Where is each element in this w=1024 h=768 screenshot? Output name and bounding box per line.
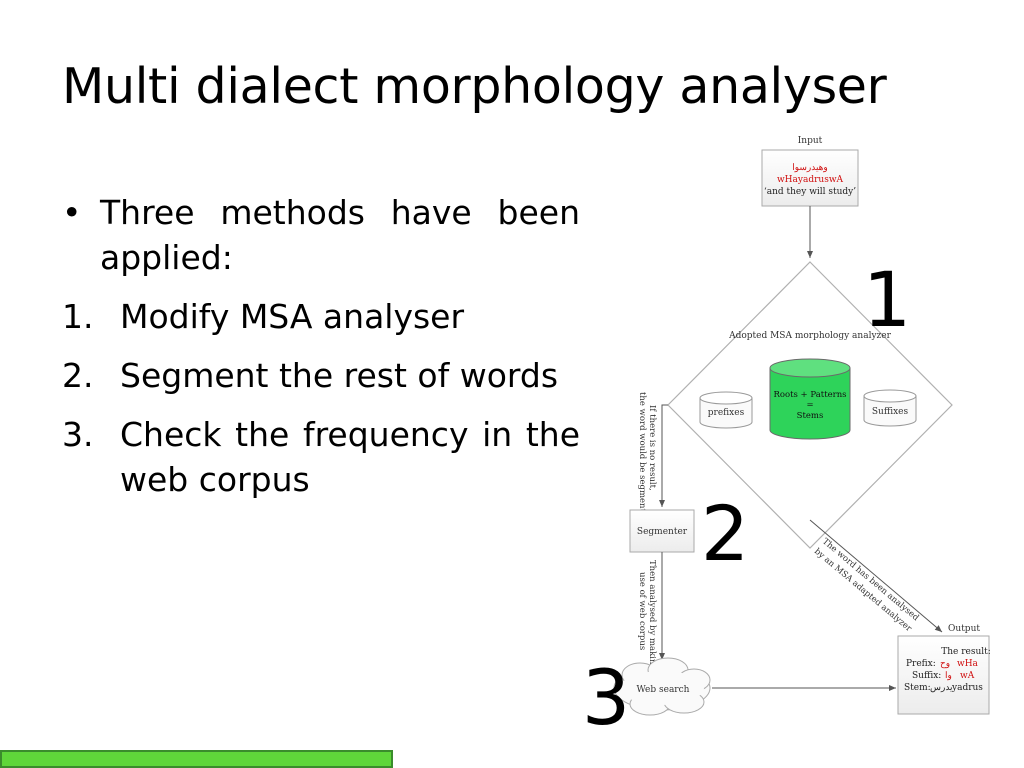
output-label: Output — [948, 624, 980, 634]
segmenter-box — [629, 509, 695, 553]
result-prefix-label: Prefix: — [906, 659, 936, 669]
prefixes-label: prefixes — [708, 408, 745, 418]
list-marker: 1. — [62, 297, 94, 336]
equals-text: = — [806, 400, 813, 410]
roots-patterns-db — [769, 358, 851, 440]
list-item-text: Check the frequency in the web corpus — [120, 415, 580, 499]
input-box — [761, 149, 859, 207]
edge-no-result-line2: the word would be segmented — [637, 392, 647, 523]
input-label: Input — [798, 136, 823, 146]
result-stem-value: yadrus — [951, 683, 983, 693]
web-search-cloud — [613, 657, 711, 716]
roots-patterns-text: Roots + Patterns — [773, 390, 846, 400]
step-number-2: 2 — [701, 489, 749, 578]
web-search-label: Web search — [637, 685, 690, 695]
slide-title: Multi dialect morphology analyser — [62, 58, 887, 115]
arrow-analyzer-to-output — [809, 519, 943, 633]
suffixes-db — [863, 389, 917, 427]
result-prefix-arabic: وح — [940, 659, 950, 669]
input-gloss-text: ‘and they will study’ — [764, 186, 856, 197]
analyzer-label: Adopted MSA morphology analyzer — [728, 331, 892, 341]
list-item: 2. Segment the rest of words — [62, 353, 580, 398]
segmenter-label: Segmenter — [637, 527, 688, 537]
list-item-text: Modify MSA analyser — [120, 297, 465, 336]
result-suffix-value: wA — [960, 671, 975, 681]
list-item-text: Segment the rest of words — [120, 356, 559, 395]
result-suffix-label: Suffix: — [912, 671, 941, 681]
result-title: The result: — [941, 647, 991, 657]
footer-bar — [0, 750, 393, 768]
output-box — [897, 635, 990, 715]
edge-analysed-line1: The word has been analysed — [820, 537, 921, 624]
result-suffix-arabic: وا — [945, 671, 952, 681]
bullet-dot: • — [62, 193, 82, 232]
bullet-intro: • Three methods have been applied: — [62, 190, 580, 280]
result-stem-label: Stem: — [904, 683, 931, 693]
edge-web-line2: use of web corpus — [637, 572, 647, 650]
bullet-intro-text: Three methods have been applied: — [100, 193, 580, 277]
edge-no-result-line1: If there is no result, — [647, 405, 657, 491]
input-arabic-text: وهيدرسوا — [792, 163, 828, 173]
list-marker: 3. — [62, 415, 94, 454]
bullet-list: • Three methods have been applied: 1. Mo… — [62, 190, 580, 516]
edge-analysed-line2: by an MSA adapted analyzer — [812, 547, 914, 635]
step-number-3: 3 — [582, 653, 630, 742]
prefixes-db — [699, 391, 753, 429]
input-translit-text: wHayadruswA — [777, 175, 844, 185]
list-item: 1. Modify MSA analyser — [62, 294, 580, 339]
list-item: 3. Check the frequency in the web corpus — [62, 412, 580, 502]
stems-text: Stems — [797, 411, 824, 421]
result-prefix-value: wHa — [957, 659, 979, 669]
step-number-1: 1 — [863, 255, 911, 344]
suffixes-label: Suffixes — [872, 407, 909, 417]
edge-web-line1: Then analysed by making — [647, 560, 657, 670]
list-marker: 2. — [62, 356, 94, 395]
arrow-analyzer-to-segmenter — [659, 404, 668, 507]
result-stem-arabic: يدرس — [930, 683, 953, 693]
